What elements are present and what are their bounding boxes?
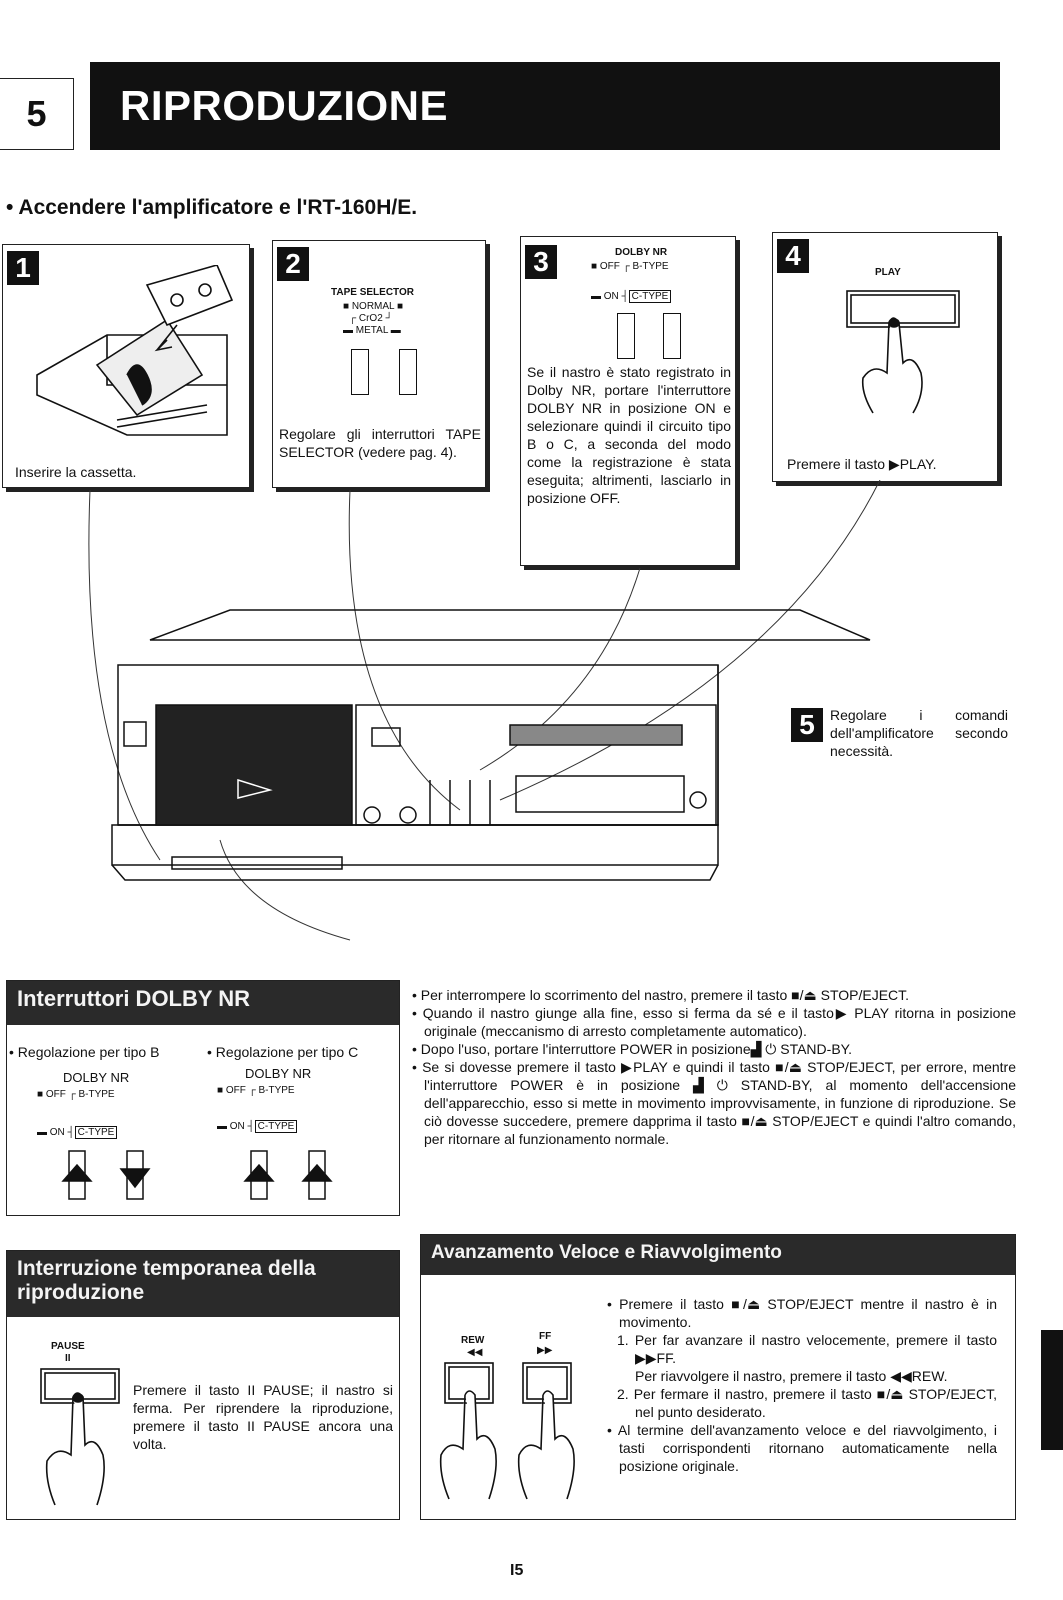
- tape-selector-switch-1: [351, 349, 369, 395]
- on-label: ON: [603, 291, 619, 302]
- intro-text: • Accendere l'amplificatore e l'RT-160H/…: [6, 196, 418, 219]
- dolby-b-off: OFF: [45, 1089, 66, 1100]
- note-item: • Se si dovesse premere il tasto ▶PLAY e…: [412, 1059, 1017, 1147]
- note-item: • Dopo l'uso, portare l'interruttore POW…: [412, 1041, 853, 1057]
- dolby-c-off-row: ■ OFF ┌ B-TYPE: [217, 1085, 295, 1096]
- tape-selector-normal-label: ■ NORMAL ■: [343, 301, 404, 312]
- step-2-number: 2: [277, 247, 309, 281]
- section-number: 5: [0, 78, 74, 150]
- dolby-switch-1: [617, 313, 635, 359]
- step-2-text: Regolare gli interruttori TAPE SELECTOR …: [279, 426, 481, 460]
- ff-rew-item-1: 1. Per far avanzare il nastro velocement…: [617, 1332, 997, 1366]
- ctype-label: C-TYPE: [628, 290, 672, 303]
- step-2-box: 2 TAPE SELECTOR ■ NORMAL ■ ┌ CrO2 ┘ ▬ ME…: [272, 240, 486, 488]
- off-label: OFF: [599, 261, 620, 272]
- pause-text: Premere il tasto II PAUSE; il nastro si …: [133, 1382, 393, 1452]
- dolby-off-row: ■ OFF ┌ B-TYPE: [591, 261, 669, 272]
- ff-rew-item-2: 2. Per fermare il nastro, premere il tas…: [617, 1386, 997, 1420]
- note-text: Dopo l'uso, portare l'interruttore POWER…: [420, 1041, 853, 1057]
- dolby-b-btype: B-TYPE: [78, 1089, 115, 1100]
- dolby-section: Interruttori DOLBY NR • Regolazione per …: [6, 980, 400, 1216]
- step-1-number: 1: [7, 251, 39, 285]
- step-3-box: 3 DOLBY NR ■ OFF ┌ B-TYPE ▬ ON ┤C-TYPE S…: [520, 236, 736, 566]
- dolby-b-off-row: ■ OFF ┌ B-TYPE: [37, 1089, 115, 1100]
- note-text: Per interrompere lo scorrimento del nast…: [420, 987, 910, 1003]
- step-4-number: 4: [777, 239, 809, 273]
- dolby-c-off: OFF: [225, 1085, 246, 1096]
- dolby-b-ctype: C-TYPE: [74, 1126, 118, 1139]
- pause-section: Interruzione temporanea della riproduzio…: [6, 1250, 400, 1520]
- ff-rew-hand-illustration: [439, 1362, 575, 1500]
- metal-label: METAL: [355, 325, 389, 336]
- ff-rew-intro: • Premere il tasto ■/⏏ STOP/EJECT mentre…: [607, 1296, 997, 1330]
- dolby-c-btype: B-TYPE: [258, 1085, 295, 1096]
- pause-button-hand-illustration: [40, 1368, 120, 1506]
- ff-label: FF: [539, 1331, 552, 1342]
- dolby-b-label: DOLBY NR: [63, 1070, 130, 1085]
- step-4-box: 4 PLAY Premere il tasto ▶PLAY.: [772, 232, 998, 482]
- note-item: • Per interrompere lo scorrimento del na…: [412, 987, 910, 1003]
- btype-label: B-TYPE: [632, 261, 669, 272]
- ff-symbol-icon: ▶▶: [537, 1345, 553, 1356]
- ff-rew-item-1b: Per riavvolgere il nastro, premere il ta…: [635, 1368, 948, 1384]
- step-1-box: 1 Inserire la cassetta.: [2, 244, 250, 488]
- step-4-text: Premere il tasto ▶PLAY.: [787, 456, 937, 472]
- pause-section-title: Interruzione temporanea della riproduzio…: [7, 1251, 399, 1317]
- dolby-b-on-row: ▬ ON ┤C-TYPE: [37, 1126, 118, 1139]
- ff-rew-section: Avanzamento Veloce e Riavvolgimento REW …: [420, 1234, 1016, 1520]
- dolby-col-b-heading: • Regolazione per tipo B: [9, 1044, 160, 1060]
- dolby-c-on-row: ▬ ON ┤C-TYPE: [217, 1120, 298, 1133]
- step-1-text: Inserire la cassetta.: [15, 464, 137, 480]
- tape-selector-label: TAPE SELECTOR: [331, 287, 414, 298]
- dolby-switch-2: [663, 313, 681, 359]
- deck-illustration: [88, 480, 881, 941]
- dolby-on-row: ▬ ON ┤C-TYPE: [591, 290, 672, 303]
- step-3-number: 3: [525, 245, 557, 279]
- dolby-b-on: ON: [49, 1127, 65, 1138]
- dolby-col-c-heading: • Regolazione per tipo C: [207, 1044, 359, 1060]
- dolby-switch-arrows-illustration: [61, 1150, 333, 1200]
- tape-selector-switch-2: [399, 349, 417, 395]
- page-number: I5: [510, 1562, 524, 1579]
- dolby-section-title: Interruttori DOLBY NR: [7, 981, 399, 1025]
- dolby-label: DOLBY NR: [615, 247, 668, 258]
- ff-rew-section-title: Avanzamento Veloce e Riavvolgimento: [421, 1235, 1015, 1275]
- note-item: • Quando il nastro giunge alla fine, ess…: [412, 1005, 1017, 1039]
- pause-symbol: II: [65, 1353, 71, 1364]
- side-tab-marker: [1041, 1330, 1063, 1450]
- cassette-insert-illustration: [36, 265, 234, 436]
- tape-selector-metal-label: ▬ METAL ▬: [343, 325, 401, 336]
- cro2-label: CrO2: [358, 313, 383, 324]
- note-text: Se si dovesse premere il tasto ▶PLAY e q…: [422, 1059, 1017, 1147]
- rew-label: REW: [461, 1335, 485, 1346]
- ff-rew-outro: • Al termine dell'avanzamento veloce e d…: [607, 1422, 997, 1474]
- play-button-hand-illustration: [846, 290, 960, 414]
- step-5-number: 5: [791, 708, 823, 742]
- dolby-c-on: ON: [229, 1121, 245, 1132]
- tape-selector-cro2-label: ┌ CrO2 ┘: [349, 313, 393, 324]
- dolby-c-label: DOLBY NR: [245, 1066, 312, 1081]
- dolby-c-ctype: C-TYPE: [254, 1120, 298, 1133]
- notes-list: • Per interrompere lo scorrimento del na…: [412, 986, 1016, 1148]
- pause-label: PAUSE: [51, 1341, 85, 1352]
- section-title: RIPRODUZIONE: [90, 62, 1000, 150]
- step-5-text: Regolare i comandi dell'amplificatore se…: [830, 707, 1008, 759]
- ff-rew-text: • Premere il tasto ■/⏏ STOP/EJECT mentre…: [607, 1295, 997, 1475]
- step-3-text: Se il nastro è stato registrato in Dolby…: [527, 364, 731, 506]
- note-text: Quando il nastro giunge alla fine, esso …: [422, 1005, 1017, 1039]
- normal-label: NORMAL: [351, 301, 395, 312]
- rew-symbol-icon: ◀◀: [467, 1347, 483, 1358]
- play-label: PLAY: [875, 267, 901, 278]
